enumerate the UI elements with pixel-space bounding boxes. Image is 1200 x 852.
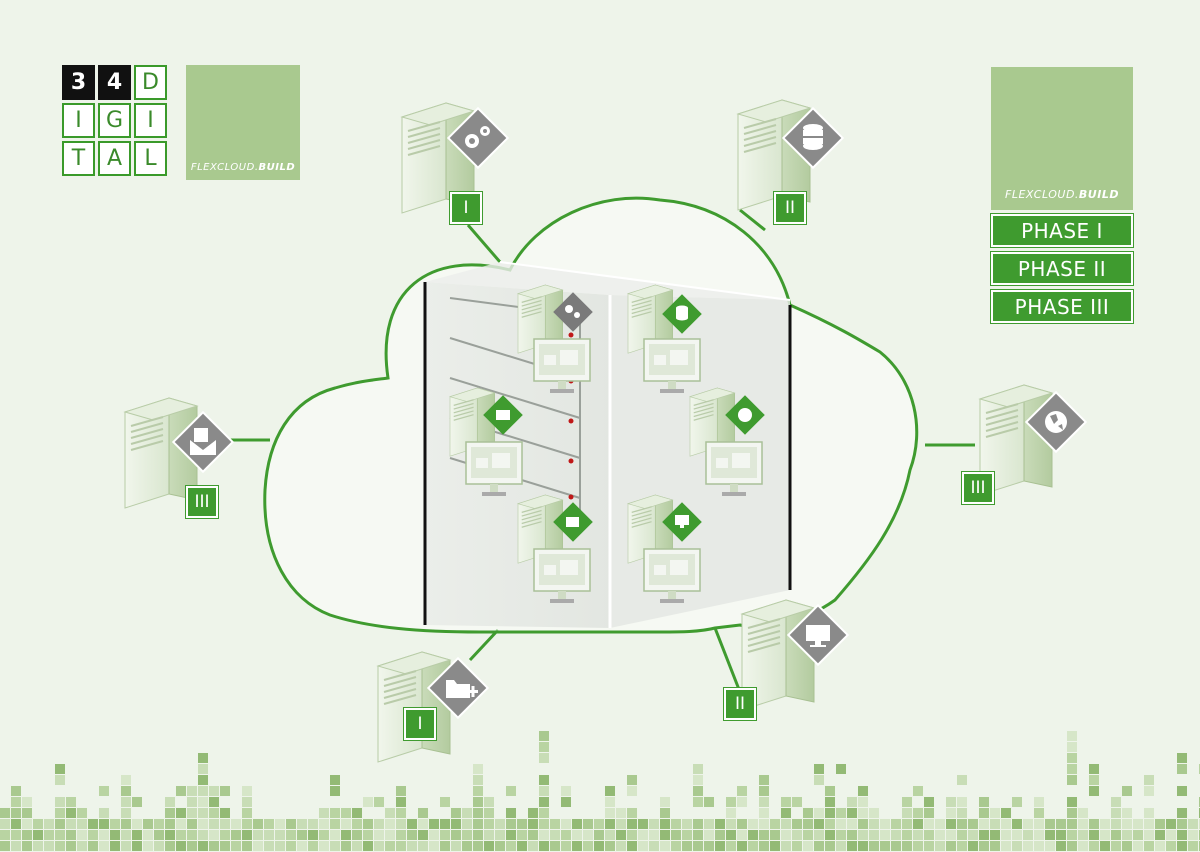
phase-tag-bottom-right: II (723, 687, 757, 721)
folder-add-icon (446, 680, 478, 698)
brand-label: FLEXCLOUD.BUILD (1005, 188, 1119, 201)
logo-cell: T (62, 141, 95, 176)
phase-tag-right: III (961, 471, 995, 505)
gears-icon (465, 126, 490, 148)
phase-tag-left: III (185, 485, 219, 519)
phase-item-3: PHASE III (990, 289, 1134, 324)
logo-cell: 3 (62, 65, 95, 100)
logo-cell: 4 (98, 65, 131, 100)
logo-cell: D (134, 65, 167, 100)
phase-tag-top-right: II (773, 191, 807, 225)
phase-tag-top-left: I (449, 191, 483, 225)
brand-tile-left: FLEXCLOUD.BUILD (186, 65, 300, 180)
logo-cell: G (98, 103, 131, 138)
globe-icon (1045, 411, 1067, 433)
logo-cell: L (134, 141, 167, 176)
logo-cell: A (98, 141, 131, 176)
brand-tile-right: FLEXCLOUD.BUILD (991, 67, 1133, 210)
pixel-skyline (0, 731, 1200, 851)
logo-cell: I (62, 103, 95, 138)
phase-tag-bottom-left: I (403, 707, 437, 741)
phase-item-2: PHASE II (990, 251, 1134, 286)
connection-lines (228, 208, 975, 693)
mail-icon (190, 428, 216, 455)
logo-cell: I (134, 103, 167, 138)
phase-legend: PHASE I PHASE II PHASE III (990, 213, 1134, 328)
inner-badges (483, 292, 765, 542)
database-icon (803, 124, 823, 150)
monitor-icon (806, 625, 830, 647)
logo-34-digital: 3 4 D I G I T A L (62, 65, 168, 178)
brand-label: FLEXCLOUD.BUILD (190, 162, 296, 173)
phase-item-1: PHASE I (990, 213, 1134, 248)
